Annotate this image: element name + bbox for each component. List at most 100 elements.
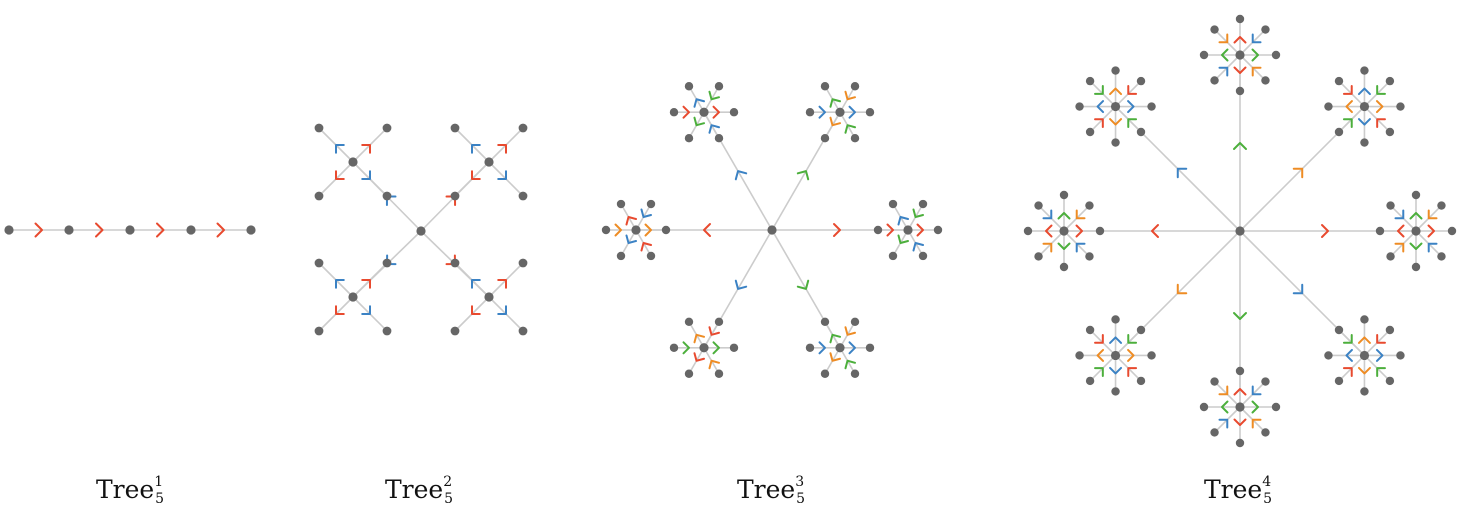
edge-direction-chevron bbox=[335, 144, 345, 154]
tree-node bbox=[933, 225, 943, 235]
edge-direction-chevron bbox=[829, 333, 842, 344]
edge-direction-chevron bbox=[1357, 366, 1371, 375]
tree-1-figure bbox=[4, 222, 256, 238]
edge-direction-chevron bbox=[818, 341, 826, 355]
tree-node bbox=[631, 225, 641, 235]
tree-node bbox=[348, 157, 358, 167]
tree-node bbox=[714, 134, 724, 143]
tree-node bbox=[1235, 14, 1245, 24]
edge-direction-chevron bbox=[1251, 66, 1262, 77]
tree-2-figure bbox=[314, 123, 528, 336]
tree-node bbox=[1271, 50, 1281, 60]
tree-node bbox=[1075, 351, 1084, 360]
edge-direction-chevron bbox=[497, 144, 507, 154]
tree-node bbox=[1235, 226, 1245, 236]
edge-direction-chevron bbox=[1376, 367, 1386, 377]
edge-direction-chevron bbox=[734, 279, 748, 290]
tree-node bbox=[1111, 315, 1120, 324]
edge-direction-chevron bbox=[1221, 400, 1229, 414]
tree-node bbox=[1334, 376, 1344, 386]
tree-node bbox=[1396, 102, 1405, 111]
tree-node bbox=[1385, 325, 1395, 335]
tree-node bbox=[1059, 262, 1069, 272]
tree-node bbox=[820, 82, 830, 91]
edge-direction-chevron bbox=[1151, 224, 1159, 238]
edge-direction-chevron bbox=[1375, 100, 1384, 114]
tree-node bbox=[820, 317, 830, 326]
edge-direction-chevron bbox=[848, 105, 856, 119]
edge-direction-chevron bbox=[682, 341, 690, 355]
tree-node bbox=[888, 251, 898, 261]
edge-direction-chevron bbox=[1375, 348, 1384, 362]
tree-node bbox=[1261, 25, 1270, 34]
edge-direction-chevron bbox=[682, 105, 690, 119]
tree-node bbox=[850, 369, 860, 378]
tree-node bbox=[1085, 252, 1094, 261]
edge-direction-chevron bbox=[897, 216, 910, 226]
tree-node bbox=[684, 82, 694, 91]
edge-direction-chevron bbox=[1176, 283, 1188, 295]
edge-direction-chevron bbox=[1376, 85, 1386, 95]
tree-node bbox=[1359, 350, 1370, 361]
edge-direction-chevron bbox=[708, 326, 721, 336]
tree-node bbox=[1360, 66, 1369, 75]
edge-direction-chevron bbox=[1233, 66, 1247, 74]
edge-direction-chevron bbox=[1233, 142, 1247, 150]
tree-node bbox=[699, 343, 709, 353]
edge-direction-chevron bbox=[1057, 242, 1071, 250]
tree-node bbox=[246, 225, 256, 235]
tree-node bbox=[1385, 127, 1395, 137]
tree-node bbox=[646, 251, 656, 261]
edge-direction-chevron bbox=[708, 124, 721, 134]
edge-direction-chevron bbox=[1292, 283, 1304, 295]
edge-direction-chevron bbox=[844, 326, 857, 336]
tree-node bbox=[1261, 428, 1270, 437]
edge-direction-chevron bbox=[156, 222, 165, 238]
edge-direction-chevron bbox=[1127, 367, 1138, 377]
tree-node bbox=[1261, 377, 1270, 386]
tree-node bbox=[873, 225, 883, 235]
tree-node bbox=[450, 326, 460, 336]
edge-direction-chevron bbox=[1427, 224, 1435, 238]
tree-node bbox=[1085, 325, 1095, 335]
edge-direction-chevron bbox=[1427, 209, 1438, 220]
tree-node bbox=[669, 108, 679, 117]
edge-direction-chevron bbox=[1394, 242, 1405, 253]
tree-node bbox=[450, 191, 460, 201]
edge-direction-chevron bbox=[1096, 348, 1105, 362]
tree-node bbox=[684, 317, 694, 326]
edge-direction-chevron bbox=[625, 216, 638, 226]
tree-node bbox=[416, 226, 426, 236]
edge-direction-chevron bbox=[844, 90, 857, 101]
tree-node bbox=[1235, 366, 1245, 376]
tree-node bbox=[382, 326, 392, 336]
tree-node bbox=[1199, 402, 1209, 412]
tree-node bbox=[314, 258, 324, 268]
tree-node bbox=[1359, 101, 1370, 112]
edge-direction-chevron bbox=[1109, 366, 1123, 375]
edge-direction-chevron bbox=[1094, 118, 1104, 129]
tree-node bbox=[729, 108, 739, 117]
edge-direction-chevron bbox=[471, 305, 481, 315]
edge-direction-chevron bbox=[1251, 33, 1262, 44]
edge-direction-chevron bbox=[734, 170, 748, 181]
edge-direction-chevron bbox=[1251, 48, 1259, 62]
edge-direction-chevron bbox=[1221, 48, 1229, 62]
tree-node bbox=[1437, 252, 1446, 261]
edge-direction-chevron bbox=[1397, 224, 1405, 238]
edge-direction-chevron bbox=[1376, 333, 1386, 344]
edge-direction-chevron bbox=[1045, 224, 1053, 238]
tree-node bbox=[729, 343, 739, 352]
edge-direction-chevron bbox=[844, 124, 857, 134]
tree-node bbox=[1059, 226, 1069, 236]
tree-node bbox=[601, 225, 611, 235]
edge-direction-chevron bbox=[1109, 87, 1123, 96]
edge-direction-chevron bbox=[1357, 118, 1371, 126]
edge-direction-chevron bbox=[1233, 36, 1247, 44]
tree-node bbox=[835, 343, 845, 353]
edge-direction-chevron bbox=[1094, 85, 1104, 95]
tree-node bbox=[1261, 76, 1270, 85]
tree-node bbox=[1271, 402, 1281, 412]
